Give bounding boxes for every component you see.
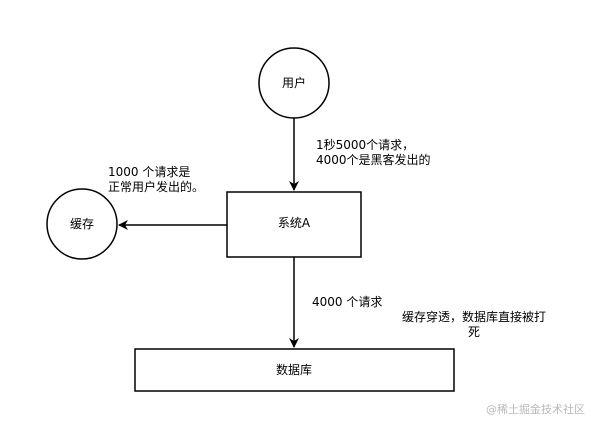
note-system-to-cache-line-2: 正常用户发出的。 bbox=[108, 180, 205, 194]
system-node-label: 系统A bbox=[277, 216, 311, 230]
watermark-text: @稀土掘金技术社区 bbox=[486, 403, 585, 416]
note-system-to-database: 4000 个请求 bbox=[312, 295, 383, 309]
note-penetration: 缓存穿透，数据库直接被打 死 bbox=[402, 310, 546, 340]
note-penetration-line-1: 缓存穿透，数据库直接被打 bbox=[402, 310, 547, 324]
note-system-to-cache: 1000 个请求是 正常用户发出的。 bbox=[108, 165, 204, 195]
cache-node-label: 缓存 bbox=[69, 217, 94, 231]
note-user-to-system-line-2: 4000个是黑客发出的 bbox=[316, 153, 431, 167]
database-node-box bbox=[134, 348, 455, 392]
cache-node-circle bbox=[46, 188, 118, 260]
note-penetration-line-2: 死 bbox=[468, 325, 481, 339]
database-node-label: 数据库 bbox=[275, 363, 312, 377]
note-system-to-cache-line-1: 1000 个请求是 bbox=[108, 165, 191, 179]
user-node-label: 用户 bbox=[281, 76, 306, 90]
note-user-to-system: 1秒5000个请求， 4000个是黑客发出的 bbox=[316, 138, 431, 168]
note-user-to-system-line-1: 1秒5000个请求， bbox=[316, 138, 415, 152]
